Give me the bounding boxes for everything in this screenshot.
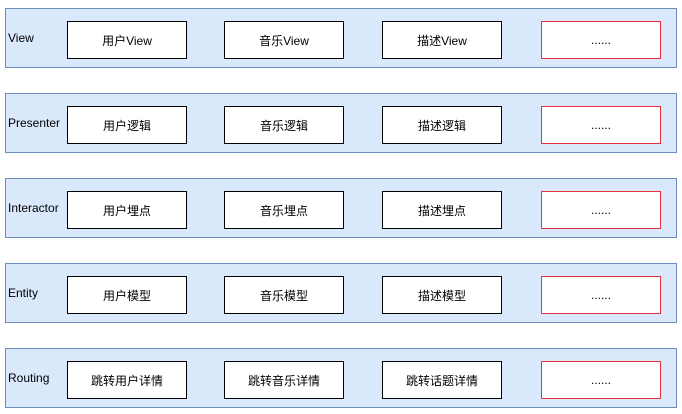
presenter-user-box: 用户逻辑 [67, 106, 187, 144]
view-description-box: 描述View [382, 21, 502, 59]
layer-view: View 用户View 音乐View 描述View ...... [5, 8, 677, 68]
routing-music-box: 跳转音乐详情 [224, 361, 344, 399]
routing-more-box: ...... [541, 361, 661, 399]
layer-label-interactor: Interactor [8, 201, 59, 215]
presenter-description-box: 描述逻辑 [382, 106, 502, 144]
routing-topic-box: 跳转话题详情 [382, 361, 502, 399]
layer-label-entity: Entity [8, 286, 39, 300]
interactor-description-box: 描述埋点 [382, 191, 502, 229]
layer-label-presenter: Presenter [8, 116, 61, 130]
entity-more-box: ...... [541, 276, 661, 314]
layer-entity: Entity 用户模型 音乐模型 描述模型 ...... [5, 263, 677, 323]
view-user-box: 用户View [67, 21, 187, 59]
layer-presenter: Presenter 用户逻辑 音乐逻辑 描述逻辑 ...... [5, 93, 677, 153]
view-music-box: 音乐View [224, 21, 344, 59]
presenter-music-box: 音乐逻辑 [224, 106, 344, 144]
layer-label-view: View [8, 31, 34, 45]
entity-music-box: 音乐模型 [224, 276, 344, 314]
layer-label-routing: Routing [8, 371, 50, 385]
presenter-more-box: ...... [541, 106, 661, 144]
routing-user-box: 跳转用户详情 [67, 361, 187, 399]
interactor-user-box: 用户埋点 [67, 191, 187, 229]
layer-routing: Routing 跳转用户详情 跳转音乐详情 跳转话题详情 ...... [5, 348, 677, 408]
entity-description-box: 描述模型 [382, 276, 502, 314]
view-more-box: ...... [541, 21, 661, 59]
interactor-more-box: ...... [541, 191, 661, 229]
interactor-music-box: 音乐埋点 [224, 191, 344, 229]
entity-user-box: 用户模型 [67, 276, 187, 314]
layer-interactor: Interactor 用户埋点 音乐埋点 描述埋点 ...... [5, 178, 677, 238]
